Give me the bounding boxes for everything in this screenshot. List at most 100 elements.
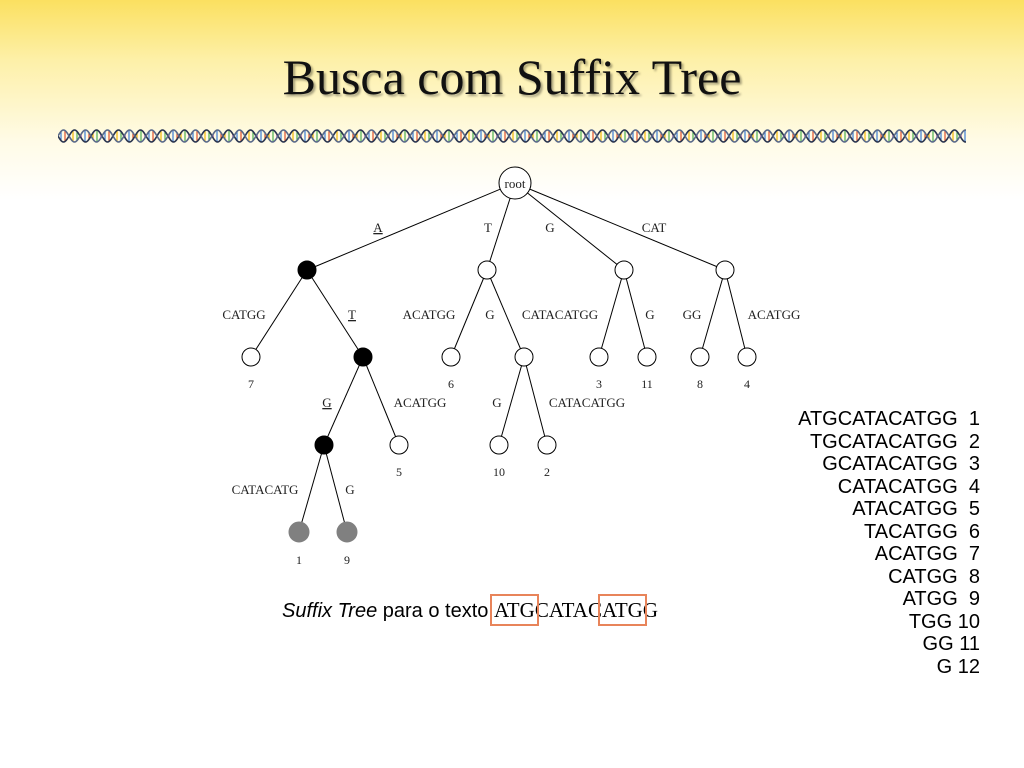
caption-text: para o texto [377, 600, 494, 622]
suffix-text: TGCATACATGG [809, 430, 958, 453]
suffix-text: ATACATGG [852, 498, 958, 520]
edge-label-atg-catacatg: CATACATG [232, 482, 299, 497]
suffix-index: 10 [957, 610, 980, 633]
edge-atg-catacatg [298, 444, 325, 533]
leaf-label-1: 1 [296, 553, 302, 567]
edge-root-g [514, 182, 625, 271]
leaf-4 [737, 347, 757, 367]
edge-label-a-catgg: CATGG [222, 307, 265, 322]
suffix-index: 3 [968, 453, 980, 475]
leaf-11 [637, 347, 657, 367]
suffix-text: ATGG [902, 588, 958, 610]
edge-label-root-a: A [373, 220, 383, 235]
edge-label-cat-gg: GG [683, 307, 702, 322]
suffix-row: TGG 10 [700, 611, 980, 634]
suffix-index: 4 [968, 475, 980, 498]
leaf-labels: 7 6 3 11 8 4 5 10 2 1 9 [248, 377, 750, 567]
suffix-row: CATGG 8 [700, 566, 980, 589]
suffix-index: 12 [957, 655, 980, 678]
node-a [297, 260, 317, 280]
node-g [614, 260, 634, 280]
suffix-index: 7 [968, 543, 980, 565]
suffix-index: 9 [968, 588, 980, 610]
highlighted-atg: ATG [597, 594, 647, 626]
caption: Suffix Tree para o texto ATGCATACATGG [282, 594, 658, 626]
suffix-row: TACATGG 6 [700, 521, 980, 544]
edge-label-a-t: T [348, 307, 356, 322]
root-node [498, 166, 532, 200]
leaf-label-2: 2 [544, 465, 550, 479]
suffix-text: TGG [908, 610, 953, 633]
leaf-9 [336, 521, 358, 543]
leaf-1 [288, 521, 310, 543]
edge-label-root-cat: CAT [642, 220, 667, 235]
edge-label-t-g: G [485, 307, 494, 322]
edge-at-acatgg [362, 356, 400, 446]
edge-label-t-acatgg: ACATGG [403, 307, 456, 322]
leaf-label-7: 7 [248, 377, 254, 391]
suffix-index: 11 [959, 633, 980, 655]
leaf-label-6: 6 [448, 377, 454, 391]
leaf-label-3: 3 [596, 377, 602, 391]
leaf-6 [441, 347, 461, 367]
leaf-7 [241, 347, 261, 367]
suffix-text: ACATGG [874, 543, 958, 565]
edge-a-t [306, 269, 364, 358]
edge-label-atg-g: G [345, 482, 354, 497]
edge-root-a [306, 182, 516, 271]
suffix-index: 2 [968, 430, 980, 453]
suffix-text: GG [922, 633, 954, 655]
caption-italic: Suffix Tree [282, 600, 378, 622]
leaf-label-10: 10 [493, 465, 505, 479]
leaf-2 [537, 435, 557, 455]
suffix-row: GG 11 [700, 633, 980, 656]
suffix-index: 8 [968, 565, 980, 588]
tree-text: root A T G CAT CATGG T ACATGG G CATACATG… [222, 176, 800, 567]
edge-tg-g [498, 356, 525, 446]
root-label: root [505, 176, 526, 191]
edge-label-tg-catacatgg: CATACATGG [549, 395, 625, 410]
suffix-row: GCATACATGG 3 [700, 453, 980, 476]
edge-tg-catacatgg [523, 356, 548, 446]
node-t [477, 260, 497, 280]
leaf-8 [690, 347, 710, 367]
edge-label-g-g: G [645, 307, 654, 322]
leaf-label-4: 4 [744, 377, 750, 391]
suffix-text: ATGCATACATGG [798, 408, 958, 430]
leaf-label-8: 8 [697, 377, 703, 391]
slide-title: Busca com Suffix Tree [282, 49, 742, 105]
suffix-text: G [936, 655, 953, 678]
edge-g-catacatgg [598, 269, 625, 358]
suffix-text: GCATACATGG [822, 453, 958, 475]
edge-cat-gg [699, 269, 726, 358]
edge-root-cat [514, 182, 726, 271]
node-tg [514, 347, 534, 367]
edge-label-root-g: G [545, 220, 554, 235]
suffix-row: ATACATGG 5 [700, 498, 980, 521]
suffix-list: ATGCATACATGG 1 TGCATACATGG 2 GCATACATGG … [700, 408, 980, 678]
suffix-row: ATGG 9 [700, 588, 980, 611]
edge-label-at-acatgg: ACATGG [394, 395, 447, 410]
suffix-row: G 12 [700, 656, 980, 679]
suffix-text: CATGG [888, 565, 958, 588]
node-atg [314, 435, 334, 455]
node-at [353, 347, 373, 367]
edge-at-g [323, 356, 364, 446]
edge-label-t-catacatgg: CATACATGG [522, 307, 598, 322]
tree-edges [250, 182, 748, 533]
sequence-middle: CATAC [534, 598, 602, 622]
node-cat [715, 260, 735, 280]
leaf-10 [489, 435, 509, 455]
dna-strand [58, 129, 966, 143]
leaf-label-11: 11 [641, 377, 653, 391]
edge-t-acatgg [450, 269, 488, 358]
edge-label-tg-g: G [492, 395, 501, 410]
leaf-label-9: 9 [344, 553, 350, 567]
dna-strand [58, 129, 966, 143]
tree-nodes [241, 166, 757, 543]
edge-g-g [623, 269, 648, 358]
leaf-3 [589, 347, 609, 367]
highlighted-prefix-atg: ATG [489, 594, 539, 626]
suffix-index: 6 [968, 520, 980, 543]
